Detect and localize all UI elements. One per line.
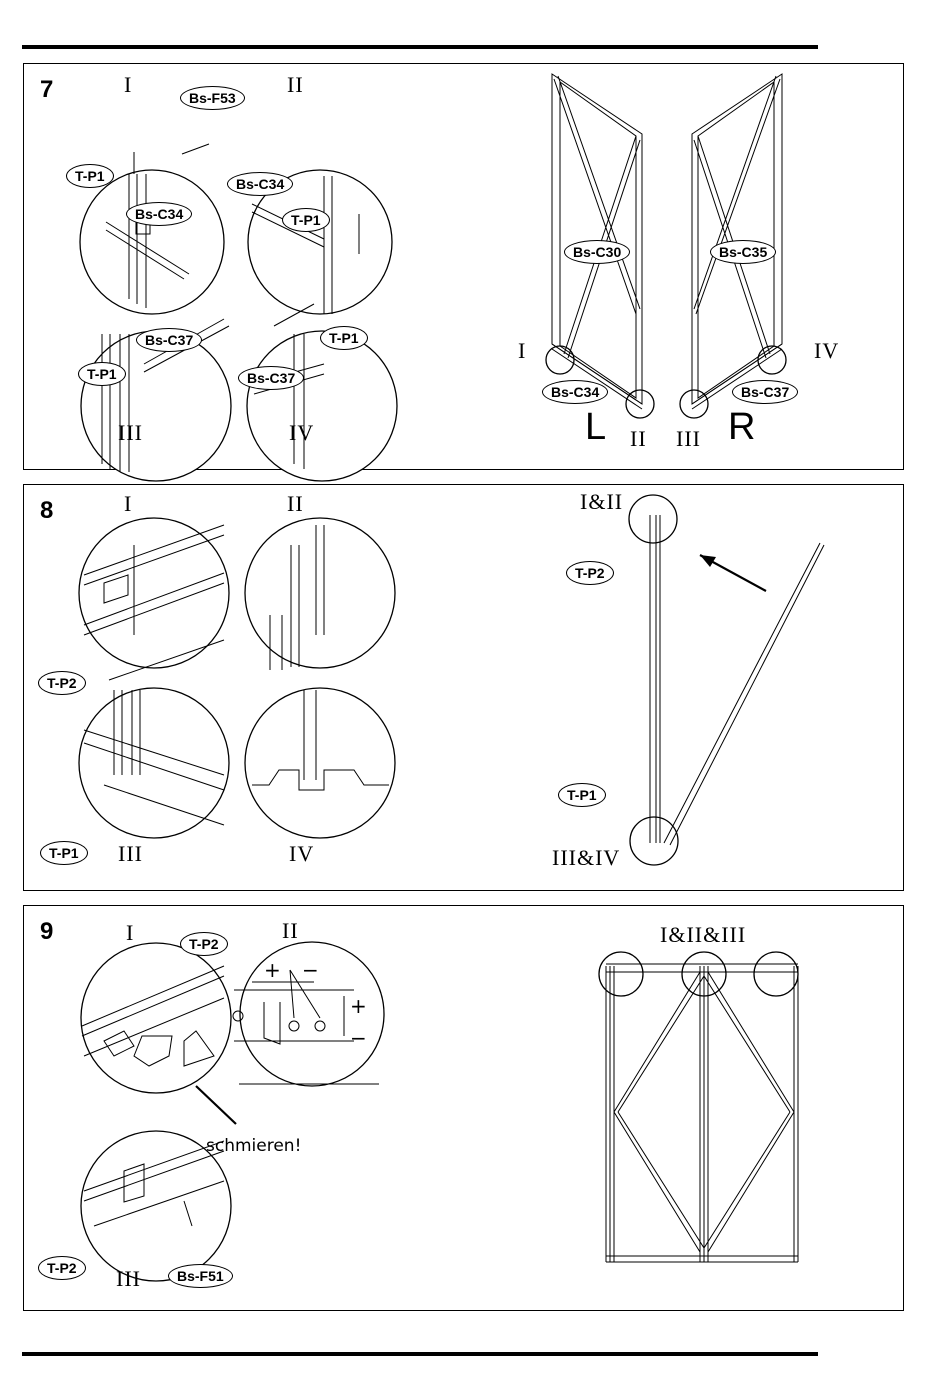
- frame-label-III: III: [676, 426, 701, 452]
- detail-label-I: I: [124, 491, 132, 517]
- left-frame-letter: L: [585, 406, 606, 449]
- detail-label-I: I: [124, 72, 132, 98]
- step-number: 7: [40, 76, 53, 104]
- step-7-panel: 7 I II III IV Bs-F53 T-P1 Bs-C34 Bs-C34 …: [23, 63, 904, 470]
- step-9-drawing: [24, 906, 905, 1312]
- part-tag: T-P2: [180, 932, 228, 956]
- step-8-drawing: [24, 485, 905, 892]
- part-tag: T-P1: [558, 783, 606, 807]
- adjust-plus-vertical: +: [350, 994, 367, 1018]
- detail-label-III: III: [118, 420, 143, 446]
- bottom-rule: [22, 1352, 818, 1356]
- structure-label-top: I&II&III: [660, 922, 746, 948]
- part-tag: T-P1: [78, 362, 126, 386]
- detail-label-I: I: [126, 920, 134, 946]
- top-rule: [22, 45, 818, 49]
- part-tag: Bs-C30: [564, 240, 630, 264]
- part-tag: Bs-C34: [126, 202, 192, 226]
- part-tag: Bs-C34: [542, 380, 608, 404]
- frame-label-II: II: [630, 426, 647, 452]
- part-tag: T-P2: [566, 561, 614, 585]
- step-8-panel: 8 I II III IV T-P2 T-P1 I&II T-P2 T-P1 I…: [23, 484, 904, 891]
- part-tag: Bs-F51: [168, 1264, 233, 1288]
- detail-label-IV: IV: [289, 841, 314, 867]
- wall-label-bottom: III&IV: [552, 845, 620, 871]
- part-tag: Bs-C37: [238, 366, 304, 390]
- part-tag: Bs-F53: [180, 86, 245, 110]
- step-7-drawing: [24, 64, 905, 471]
- part-tag: Bs-C37: [136, 328, 202, 352]
- detail-label-II: II: [287, 491, 304, 517]
- part-tag: T-P1: [40, 841, 88, 865]
- detail-label-III: III: [118, 841, 143, 867]
- frame-label-IV: IV: [814, 338, 839, 364]
- adjust-minus-horizontal: −: [302, 958, 319, 982]
- detail-label-III: III: [116, 1266, 141, 1292]
- step-number: 8: [40, 497, 53, 525]
- lubricate-note: schmieren!: [206, 1136, 301, 1156]
- part-tag: Bs-C34: [227, 172, 293, 196]
- part-tag: T-P2: [38, 671, 86, 695]
- detail-label-IV: IV: [289, 420, 314, 446]
- right-frame-letter: R: [728, 406, 755, 449]
- adjust-plus-horizontal: +: [264, 958, 281, 982]
- part-tag: T-P1: [320, 326, 368, 350]
- step-9-panel: 9 I II III T-P2 + − + − schmieren! T-P2 …: [23, 905, 904, 1311]
- adjust-minus-vertical: −: [350, 1026, 367, 1050]
- step-number: 9: [40, 918, 53, 946]
- detail-label-II: II: [282, 918, 299, 944]
- part-tag: Bs-C37: [732, 380, 798, 404]
- wall-label-top: I&II: [580, 489, 623, 515]
- part-tag: T-P1: [66, 164, 114, 188]
- detail-label-II: II: [287, 72, 304, 98]
- part-tag: Bs-C35: [710, 240, 776, 264]
- part-tag: T-P2: [38, 1256, 86, 1280]
- frame-label-I: I: [518, 338, 526, 364]
- part-tag: T-P1: [282, 208, 330, 232]
